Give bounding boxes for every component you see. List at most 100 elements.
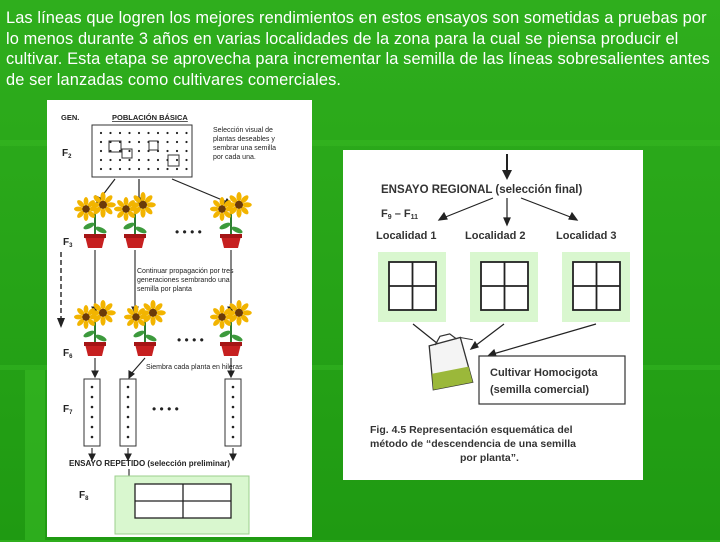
population-plant-dot — [166, 150, 168, 152]
population-plant-dot — [185, 168, 187, 170]
row-plant-dot — [232, 396, 235, 399]
seed-bag-icon — [426, 331, 479, 390]
input-arrow-head — [502, 170, 512, 180]
population-header: POBLACIÓN BÁSICA — [112, 113, 188, 122]
location-2-label: Localidad 2 — [465, 230, 526, 242]
population-plant-dot — [100, 159, 102, 161]
population-plant-dot — [128, 159, 130, 161]
row-plant-dot — [91, 416, 94, 419]
regional-trial-label: ENSAYO REGIONAL (selección final) — [381, 184, 582, 196]
row-plant-dot — [232, 436, 235, 439]
population-plant-dot — [138, 159, 140, 161]
population-plant-dot — [128, 150, 130, 152]
gen-f6-label: F6 — [63, 348, 73, 360]
row-plant-dot — [127, 436, 130, 439]
plant-f3-1 — [74, 192, 116, 248]
location-2-field — [470, 252, 538, 322]
figure-caption-line-2: método de “descendencia de una semilla — [370, 438, 576, 450]
population-plant-dot — [100, 132, 102, 134]
cultivar-label: Cultivar Homocigota — [490, 367, 598, 379]
population-plant-dot — [185, 132, 187, 134]
ellipsis-dots: • • • • — [175, 225, 202, 239]
row-plant-dot — [127, 406, 130, 409]
gen-header: GEN. — [61, 113, 79, 122]
repeated-trial-label: ENSAYO REPETIDO (selección preliminar) — [69, 459, 230, 468]
method-diagram-left: GEN. POBLACIÓN BÁSICA F2 Selección visua… — [47, 100, 312, 537]
row-plant-dot — [232, 406, 235, 409]
right-diagram-svg: ENSAYO REGIONAL (selección final) F9 – F… — [343, 150, 643, 480]
population-plant-dot — [166, 132, 168, 134]
generation-progress-arrow — [57, 318, 65, 328]
figure-caption-line-3: por planta”. — [460, 452, 519, 464]
ellipsis-dots: • • • • — [152, 402, 179, 416]
population-plant-dot — [100, 141, 102, 143]
population-plant-dot — [128, 168, 130, 170]
population-plant-dot — [176, 168, 178, 170]
row-plant-dot — [127, 386, 130, 389]
location-1-label: Localidad 1 — [376, 230, 437, 242]
population-plant-dot — [157, 132, 159, 134]
figure-caption-line-1: Fig. 4.5 Representación esquemática del — [370, 424, 573, 436]
population-plant-dot — [185, 141, 187, 143]
selection-arrows — [96, 179, 231, 204]
population-plant-dot — [119, 159, 121, 161]
background-block — [25, 370, 45, 540]
population-plant-dot — [138, 168, 140, 170]
method-diagram-right: ENSAYO REGIONAL (selección final) F9 – F… — [343, 150, 643, 480]
gen-f7-label: F7 — [63, 404, 73, 416]
commercial-seed-label: (semilla comercial) — [490, 384, 589, 396]
row-plant-dot — [232, 416, 235, 419]
row-plant-dot — [232, 426, 235, 429]
population-plant-dot — [128, 141, 130, 143]
generation-range-label: F9 – F11 — [381, 208, 418, 221]
commercial-cultivar-box — [479, 356, 625, 404]
row-plant-dot — [127, 396, 130, 399]
gen-f2-label: F2 — [62, 148, 72, 160]
row-plant-dot — [91, 406, 94, 409]
population-plant-dot — [138, 150, 140, 152]
location-3-field — [562, 252, 630, 322]
population-plant-dot — [128, 132, 130, 134]
population-plant-dot — [166, 168, 168, 170]
population-plant-dot — [147, 159, 149, 161]
population-plant-dot — [109, 132, 111, 134]
population-plant-dot — [176, 141, 178, 143]
location-arrows — [439, 198, 577, 225]
ellipsis-dots: • • • • — [177, 333, 204, 347]
row-plant-dot — [127, 426, 130, 429]
gen-f3-label: F3 — [63, 237, 73, 249]
population-plant-dot — [138, 132, 140, 134]
population-plant-dot — [185, 159, 187, 161]
row-plant-dot — [91, 386, 94, 389]
row-plant-dot — [127, 416, 130, 419]
row-plant-dot — [91, 396, 94, 399]
population-plant-dot — [100, 168, 102, 170]
population-plant-dot — [157, 159, 159, 161]
population-plant-dot — [109, 159, 111, 161]
plant-f3-3 — [210, 192, 252, 248]
population-plant-dot — [147, 132, 149, 134]
population-plant-dot — [119, 168, 121, 170]
population-plant-dot — [100, 150, 102, 152]
population-plant-dot — [185, 150, 187, 152]
plant-f6-2 — [124, 300, 166, 356]
gen-f8-label: F8 — [79, 490, 89, 502]
plant-f3-2 — [114, 192, 156, 248]
location-3-label: Localidad 3 — [556, 230, 617, 242]
row-plant-dot — [91, 436, 94, 439]
population-plant-dot — [157, 168, 159, 170]
selection-note: Selección visual de plantas deseables y … — [213, 127, 278, 161]
slide-paragraph: Las líneas que logren los mejores rendim… — [6, 8, 712, 90]
population-plant-dot — [119, 132, 121, 134]
population-plant-dot — [166, 141, 168, 143]
population-plant-dot — [176, 132, 178, 134]
left-diagram-svg: GEN. POBLACIÓN BÁSICA F2 Selección visua… — [47, 100, 312, 537]
population-plant-dot — [138, 141, 140, 143]
population-plant-dot — [109, 168, 111, 170]
population-plant-dot — [176, 159, 178, 161]
row-plant-dot — [232, 386, 235, 389]
row-plant-dot — [91, 426, 94, 429]
population-plant-dot — [147, 168, 149, 170]
row-note: Siembra cada planta en hileras — [146, 364, 243, 371]
continue-note: Continuar propagación por tres generacio… — [137, 268, 235, 293]
